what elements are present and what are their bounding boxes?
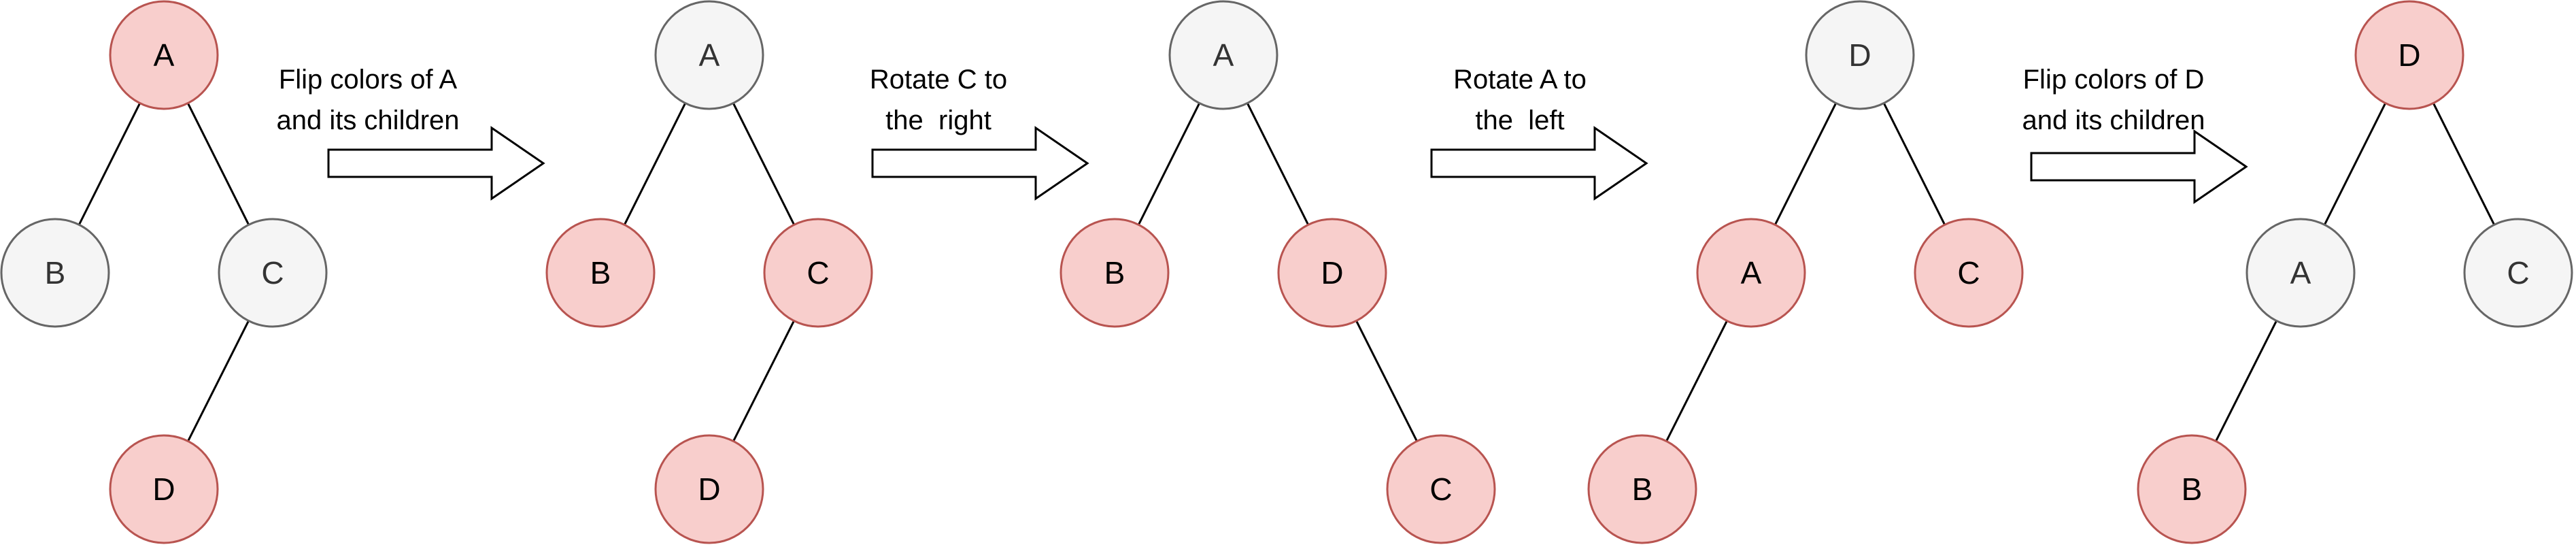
node-circle [1696, 218, 1806, 328]
step-2-label-line1: Rotate C to [870, 65, 1007, 95]
tree-5-node-c: C [2463, 218, 2573, 328]
node-label: C [1957, 255, 1980, 291]
tree-2-node-d: D [654, 434, 764, 544]
node-label: D [2398, 37, 2420, 73]
tree-1-node-c: C [218, 218, 328, 328]
step-4-label-line1: Flip colors of D [2023, 65, 2205, 95]
step-3-arrow [1430, 126, 1648, 201]
node-label: A [2290, 255, 2311, 291]
node-label: C [2507, 255, 2529, 291]
step-2-label-line2: the right [885, 105, 992, 135]
node-circle [763, 218, 873, 328]
tree-3-node-a: A [1168, 0, 1278, 110]
step-1-arrow [327, 126, 545, 201]
tree-3-edge-a-b [1137, 103, 1201, 225]
node-circle [2137, 434, 2247, 544]
node-label: C [1429, 471, 1452, 507]
tree-1-node-b: B [0, 218, 110, 328]
tree-4-edge-d-a [1774, 103, 1837, 225]
tree-5-node-b: B [2137, 434, 2247, 544]
node-label: A [154, 37, 175, 73]
node-label: C [261, 255, 284, 291]
tree-2-node-a: A [654, 0, 764, 110]
node-circle [1914, 218, 2024, 328]
node-label: D [698, 471, 720, 507]
node-label: D [152, 471, 175, 507]
node-circle [109, 434, 219, 544]
node-circle [1060, 218, 1170, 328]
node-circle [654, 0, 764, 110]
step-2-arrow [871, 126, 1089, 201]
node-label: A [1741, 255, 1762, 291]
node-circle [1386, 434, 1496, 544]
step-3-label-line1: Rotate A to [1453, 65, 1587, 95]
edges-layer [78, 103, 2496, 442]
tree-1-edge-a-c [186, 103, 250, 225]
tree-4-node-b: B [1587, 434, 1697, 544]
node-circle [218, 218, 328, 328]
node-circle [2245, 218, 2356, 328]
tree-1-edge-c-d [187, 320, 250, 442]
step-1-label-line2: and its children [276, 105, 459, 135]
tree-3-edge-a-d [1246, 103, 1310, 225]
step-4-arrow [2030, 129, 2248, 204]
tree-3-node-b: B [1060, 218, 1170, 328]
tree-4-node-c: C [1914, 218, 2024, 328]
node-circle [2463, 218, 2573, 328]
arrows-layer [327, 126, 2248, 204]
step-1-label-line1: Flip colors of A [279, 65, 458, 95]
node-label: D [1848, 37, 1871, 73]
tree-1-edge-a-b [78, 103, 141, 225]
step-labels-layer: Flip colors of A and its children Rotate C… [276, 65, 2205, 135]
tree-1-node-d: D [109, 434, 219, 544]
node-circle [1587, 434, 1697, 544]
step-4-label-line2: and its children [2022, 105, 2205, 135]
tree-5-node-d: D [2354, 0, 2464, 110]
node-label: C [807, 255, 829, 291]
node-label: A [699, 37, 720, 73]
node-label: A [1213, 37, 1234, 73]
tree-3-edge-d-c [1355, 320, 1418, 442]
tree-4-node-d: D [1805, 0, 1915, 110]
tree-3-node-c: C [1386, 434, 1496, 544]
node-circle [2354, 0, 2464, 110]
node-circle [109, 0, 219, 110]
tree-2-edge-a-c [732, 103, 796, 225]
tree-1-node-a: A [109, 0, 219, 110]
tree-4-node-a: A [1696, 218, 1806, 328]
tree-5-node-a: A [2245, 218, 2356, 328]
node-label: D [1321, 255, 1343, 291]
tree-3-node-d: D [1277, 218, 1387, 328]
step-3-label-line2: the left [1475, 105, 1564, 135]
node-circle [1168, 0, 1278, 110]
node-label: B [590, 255, 611, 291]
tree-2-node-c: C [763, 218, 873, 328]
tree-5-edge-d-a [2323, 103, 2387, 225]
node-label: B [1632, 471, 1653, 507]
node-label: B [2182, 471, 2203, 507]
node-circle [654, 434, 764, 544]
tree-4-edge-a-b [1665, 320, 1728, 442]
tree-4-edge-d-c [1882, 103, 1946, 225]
node-circle [545, 218, 656, 328]
node-circle [1277, 218, 1387, 328]
node-circle [1805, 0, 1915, 110]
tree-5-edge-d-c [2432, 103, 2496, 225]
node-label: B [45, 255, 66, 291]
node-circle [0, 218, 110, 328]
tree-2-edge-c-d [732, 320, 795, 442]
tree-2-node-b: B [545, 218, 656, 328]
tree-5-edge-a-b [2215, 320, 2277, 442]
node-label: B [1104, 255, 1125, 291]
tree-2-edge-a-b [623, 103, 687, 225]
